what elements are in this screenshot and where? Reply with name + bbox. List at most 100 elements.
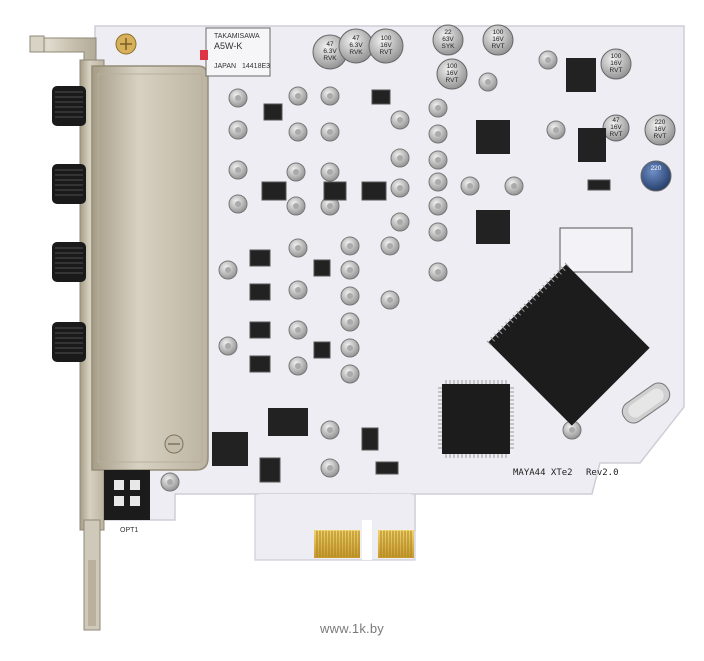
small-cap-34 <box>340 260 360 280</box>
small-cap-9 <box>286 162 306 182</box>
small-cap-11 <box>286 196 306 216</box>
small-cap-28 <box>546 120 566 140</box>
small-cap-6 <box>320 86 340 106</box>
ic-5 <box>371 89 391 105</box>
capacitor-text: RVT <box>654 133 667 140</box>
small-cap-7 <box>288 122 308 142</box>
capacitor-text: 100 <box>611 53 622 60</box>
capacitor-text: 6.3V <box>323 48 337 55</box>
watermark: www.1k.by <box>320 621 384 636</box>
small-cap-1 <box>228 88 248 108</box>
model-label: MAYA44 XTe2 <box>513 468 573 478</box>
capacitor-text: 16V <box>492 36 504 43</box>
ic-13 <box>375 461 399 475</box>
small-cap-26 <box>478 72 498 92</box>
ic-16 <box>559 227 633 273</box>
ic-15 <box>587 179 611 191</box>
small-cap-10 <box>320 162 340 182</box>
small-cap-31 <box>288 320 308 340</box>
relay: TAKAMISAWA A5W-K JAPAN 14418E3 <box>200 27 271 77</box>
small-ics <box>249 89 633 483</box>
small-cap-30 <box>288 280 308 300</box>
capacitor-text: RVT <box>492 43 505 50</box>
capacitor-text: 22 <box>444 29 452 36</box>
capacitor-text: 16V <box>610 124 622 131</box>
ic-8 <box>249 321 271 339</box>
capacitor-text: RVT <box>446 77 459 84</box>
small-cap-41 <box>320 420 340 440</box>
small-cap-22 <box>428 222 448 242</box>
ic-1 <box>263 103 283 121</box>
relay-origin: JAPAN <box>214 63 236 70</box>
capacitor-text: RVK <box>323 55 337 62</box>
relay-brand: TAKAMISAWA <box>214 33 260 40</box>
ic-11 <box>313 341 331 359</box>
capacitor-text: 16V <box>610 60 622 67</box>
small-cap-27 <box>538 50 558 70</box>
capacitor-text: 100 <box>493 29 504 36</box>
capacitor-text: 47 <box>352 35 360 42</box>
small-cap-45 <box>380 236 400 256</box>
capacitor-text: 100 <box>381 35 392 42</box>
small-cap-32 <box>288 356 308 376</box>
small-cap-19 <box>428 150 448 170</box>
capacitor-text: 6.3V <box>349 42 363 49</box>
capacitor-text: 63V <box>442 36 454 43</box>
ic-4 <box>361 181 387 201</box>
capacitor-text: RVT <box>380 49 393 56</box>
capacitor-text: 220 <box>655 119 666 126</box>
codec-chips <box>476 120 510 244</box>
voltage-regulators <box>212 58 606 466</box>
small-cap-42 <box>320 458 340 478</box>
capacitor-text: 16V <box>380 42 392 49</box>
small-cap-23 <box>428 262 448 282</box>
small-cap-4 <box>228 194 248 214</box>
audio-jacks <box>52 86 86 362</box>
small-cap-16 <box>390 212 410 232</box>
small-cap-21 <box>428 196 448 216</box>
capacitor-text: 47 <box>612 117 620 124</box>
capacitor-text: RVK <box>349 49 363 56</box>
small-cap-44 <box>562 420 582 440</box>
capacitor-text: 220 <box>651 165 662 172</box>
small-cap-25 <box>504 176 524 196</box>
small-cap-15 <box>390 178 410 198</box>
small-cap-5 <box>288 86 308 106</box>
small-cap-13 <box>390 110 410 130</box>
ic-12 <box>361 427 379 451</box>
dsp-chip <box>486 262 650 426</box>
ic-9 <box>249 355 271 373</box>
pcie-controller-chip <box>438 380 514 458</box>
ic-7 <box>249 283 271 301</box>
small-cap-46 <box>380 290 400 310</box>
ic-10 <box>313 259 331 277</box>
electrolytic-capacitors: 476.3VRVK476.3VRVK10016VRVT2263VSYK10016… <box>312 24 676 192</box>
small-cap-24 <box>460 176 480 196</box>
capacitor-text: SYK <box>441 43 455 50</box>
crystal <box>621 382 671 424</box>
capacitor-text: 100 <box>447 63 458 70</box>
small-cap-36 <box>340 312 360 332</box>
small-capacitors <box>160 50 582 492</box>
small-cap-43 <box>160 472 180 492</box>
connector-label: OPT1 <box>120 527 138 534</box>
capacitor-text: 16V <box>446 70 458 77</box>
capacitor-text: RVT <box>610 67 623 74</box>
capacitor-text: 16V <box>654 126 666 133</box>
ic-3 <box>323 181 347 201</box>
small-cap-40 <box>218 336 238 356</box>
small-cap-18 <box>428 124 448 144</box>
small-cap-29 <box>288 238 308 258</box>
small-cap-38 <box>340 364 360 384</box>
small-cap-2 <box>228 120 248 140</box>
